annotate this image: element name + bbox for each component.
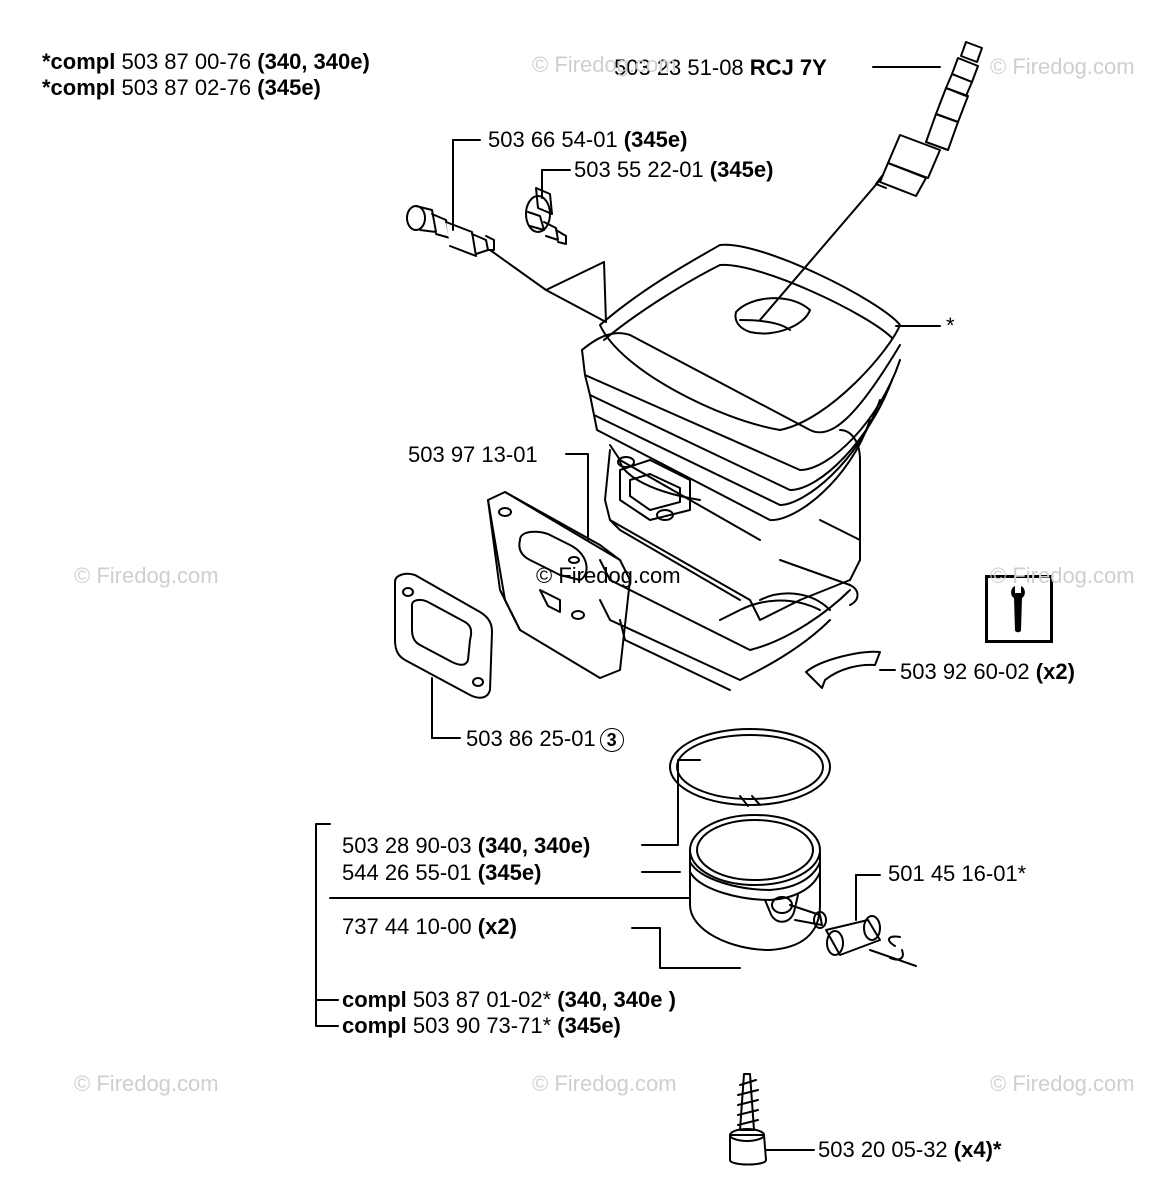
wrench-icon: [1011, 586, 1025, 633]
intake-spacer: [487, 453, 631, 679]
compl-cylinder-345-label: *compl 503 87 02-76 (345e): [42, 75, 321, 100]
watermark: © Firedog.com: [532, 52, 677, 77]
watermark: © Firedog.com: [990, 563, 1135, 588]
needle-bearing: [825, 874, 881, 956]
intake-gasket-label: 503 97 13-01: [408, 442, 538, 467]
piston-compl-345-label: compl 503 90 73-71* (345e): [342, 1013, 621, 1038]
spark-plug: [872, 41, 983, 197]
piston-compl-340-label: compl 503 87 01-02* (340, 340e ): [342, 987, 676, 1012]
spark-plug-label: 503 23 51-08 RCJ 7Y: [614, 55, 827, 80]
piston-ring: [669, 728, 831, 807]
screw-label: 503 20 05-32 (x4)*: [818, 1137, 1002, 1162]
screw: [729, 1073, 815, 1166]
note-badge: 3: [599, 728, 624, 752]
watermark: © Firedog.com: [74, 563, 219, 588]
circlip: [869, 935, 917, 967]
watermark: © Firedog.com: [536, 563, 681, 588]
needle-bearing-label: 501 45 16-01*: [888, 861, 1027, 886]
decomp-valve-label: 503 66 54-01 (345e): [488, 127, 688, 152]
piston-340-label: 503 28 90-03 (340, 340e): [342, 833, 591, 858]
watermark: © Firedog.com: [990, 54, 1135, 79]
piston-ring-section: [805, 650, 896, 689]
cylinder-gasket: [394, 572, 493, 739]
circlip-label: 737 44 10-00 (x2): [342, 914, 517, 939]
decompression-valve: [406, 139, 495, 257]
compl-cylinder-340-label: *compl 503 87 00-76 (340, 340e): [42, 49, 370, 74]
cylinder: [581, 243, 901, 691]
watermark: © Firedog.com: [532, 1071, 677, 1096]
cylinder-star-label: *: [946, 313, 955, 338]
watermark: © Firedog.com: [990, 1071, 1135, 1096]
piston-rings-label: 503 92 60-02 (x2): [900, 659, 1075, 684]
watermark: © Firedog.com: [74, 1071, 219, 1096]
piston-345-label: 544 26 55-01 (345e): [342, 860, 542, 885]
piston: [689, 814, 827, 951]
tool-required-box: [985, 575, 1053, 643]
plug-fitting-label: 503 55 22-01 (345e): [574, 157, 774, 182]
plug-fitting: [525, 169, 571, 245]
